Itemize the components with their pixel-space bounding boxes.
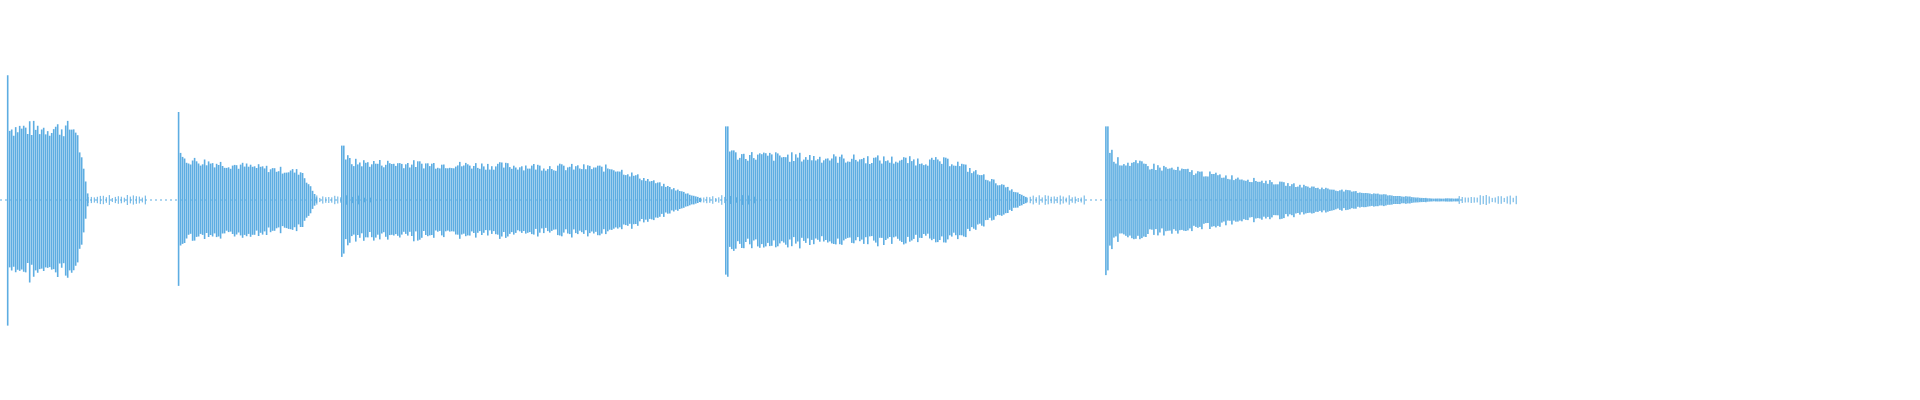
waveform-bars [6,75,1517,326]
